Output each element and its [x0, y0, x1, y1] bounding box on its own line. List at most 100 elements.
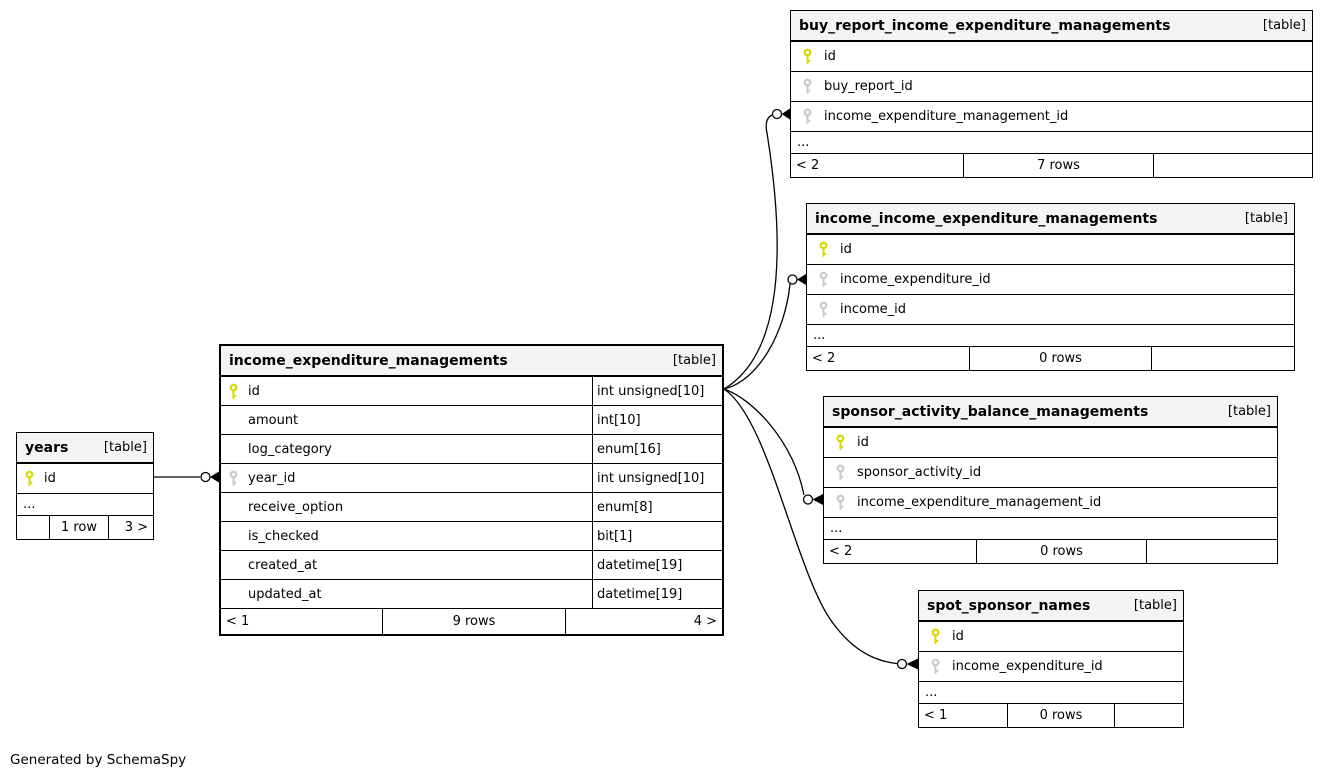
primary-key-icon — [25, 470, 34, 486]
column-type: bit[1] — [592, 522, 722, 550]
table-footer: 1 row 3 > — [17, 515, 153, 539]
table-type-tag: [table] — [1244, 211, 1288, 226]
column-name: buy_report_id — [824, 79, 913, 94]
table-header: years [table] — [17, 433, 153, 463]
table-title[interactable]: spot_sponsor_names — [927, 597, 1091, 614]
column-type: enum[16] — [592, 435, 722, 463]
table-row: income_expenditure_id — [919, 651, 1183, 681]
table-row: id — [791, 41, 1312, 71]
primary-key-icon — [819, 241, 828, 257]
footer-row-count: 1 row — [49, 516, 108, 539]
table-row: is_checked bit[1] — [221, 521, 722, 550]
icon-cell — [919, 658, 952, 675]
column-name: year_id — [248, 470, 296, 486]
footer-row-count: 0 rows — [976, 540, 1146, 563]
icon-cell — [791, 108, 824, 125]
icon-cell — [824, 494, 857, 511]
fk-edge-main-to-spot — [723, 388, 918, 670]
table-title[interactable]: buy_report_income_expenditure_management… — [799, 17, 1171, 34]
table-type-tag: [table] — [1262, 18, 1306, 33]
foreign-key-icon — [803, 78, 812, 94]
more-columns-ellipsis: ... — [807, 324, 1294, 346]
more-columns-ellipsis: ... — [919, 681, 1183, 703]
icon-cell — [919, 628, 952, 645]
column-name: income_expenditure_id — [840, 272, 991, 287]
foreign-key-icon — [836, 494, 845, 510]
table-header: buy_report_income_expenditure_management… — [791, 11, 1312, 41]
table-footer: < 1 9 rows 4 > — [221, 608, 722, 634]
table-type-tag: [table] — [672, 353, 716, 368]
foreign-key-icon — [803, 108, 812, 124]
table-row: log_category enum[16] — [221, 434, 722, 463]
footer-children-count — [1114, 704, 1183, 727]
column-type: datetime[19] — [592, 551, 722, 579]
column-name: id — [857, 435, 869, 450]
footer-parents-count: < 2 — [829, 544, 853, 559]
table-row: amount int[10] — [221, 405, 722, 434]
table-title[interactable]: income_income_expenditure_managements — [815, 210, 1158, 227]
footer-parents-count: < 2 — [812, 351, 836, 366]
foreign-key-icon — [931, 658, 940, 674]
table-income_income_expenditure_managements: income_income_expenditure_managements [t… — [806, 203, 1295, 371]
column-name: income_expenditure_management_id — [824, 109, 1069, 124]
column-name: income_expenditure_management_id — [857, 495, 1102, 510]
icon-cell — [807, 241, 840, 258]
table-header: income_income_expenditure_managements [t… — [807, 204, 1294, 234]
footer-children-count: 4 > — [565, 609, 722, 634]
table-header: spot_sponsor_names [table] — [919, 591, 1183, 621]
icon-cell — [824, 464, 857, 481]
footer-children-count — [1151, 347, 1294, 370]
table-header: sponsor_activity_balance_managements [ta… — [824, 397, 1277, 427]
column-name: updated_at — [248, 586, 322, 602]
column-name: id — [952, 629, 964, 644]
table-spot_sponsor_names: spot_sponsor_names [table] id income_exp… — [918, 590, 1184, 728]
table-type-tag: [table] — [103, 440, 147, 455]
table-title[interactable]: sponsor_activity_balance_managements — [832, 403, 1149, 420]
footer-parents-count: < 1 — [226, 614, 250, 629]
column-name: id — [840, 242, 852, 257]
primary-key-icon — [836, 434, 845, 450]
footer-children-count: 3 > — [108, 516, 153, 539]
more-columns-ellipsis: ... — [17, 493, 153, 515]
column-name: log_category — [248, 441, 332, 457]
table-sponsor_activity_balance_managements: sponsor_activity_balance_managements [ta… — [823, 396, 1278, 564]
column-type: int unsigned[10] — [592, 464, 722, 492]
table-row: updated_at datetime[19] — [221, 579, 722, 608]
column-type: int[10] — [592, 406, 722, 434]
table-header: income_expenditure_managements [table] — [221, 346, 722, 376]
table-title[interactable]: income_expenditure_managements — [229, 352, 508, 369]
column-name: id — [824, 49, 836, 64]
table-row: id — [807, 234, 1294, 264]
footer-children-count — [1146, 540, 1277, 563]
icon-cell — [791, 78, 824, 95]
table-row: created_at datetime[19] — [221, 550, 722, 579]
column-type: enum[8] — [592, 493, 722, 521]
table-row: id — [17, 463, 153, 493]
more-columns-ellipsis: ... — [791, 131, 1312, 153]
icon-cell — [17, 470, 44, 487]
table-title[interactable]: years — [25, 439, 69, 456]
primary-key-icon — [931, 628, 940, 644]
primary-key-icon — [803, 48, 812, 64]
table-years: years [table] id ... 1 row 3 > — [16, 432, 154, 540]
column-name: income_expenditure_id — [952, 659, 1103, 674]
table-row: id — [919, 621, 1183, 651]
icon-cell — [807, 271, 840, 288]
column-name: receive_option — [248, 499, 344, 515]
table-buy_report_income_expenditure_managements: buy_report_income_expenditure_management… — [790, 10, 1313, 178]
foreign-key-icon — [819, 301, 828, 317]
column-name: id — [248, 383, 260, 399]
table-row: buy_report_id — [791, 71, 1312, 101]
icon-cell — [221, 470, 248, 487]
column-name: id — [44, 471, 56, 486]
footer-parents-count: < 2 — [796, 158, 820, 173]
fk-edge-main-to-buy-report — [723, 108, 790, 390]
table-type-tag: [table] — [1133, 598, 1177, 613]
table-footer: < 1 0 rows — [919, 703, 1183, 727]
table-footer: < 2 0 rows — [807, 346, 1294, 370]
table-row: income_expenditure_management_id — [824, 487, 1277, 517]
footer-row-count: 0 rows — [969, 347, 1151, 370]
footer-parents-count: < 1 — [924, 708, 948, 723]
foreign-key-icon — [836, 464, 845, 480]
